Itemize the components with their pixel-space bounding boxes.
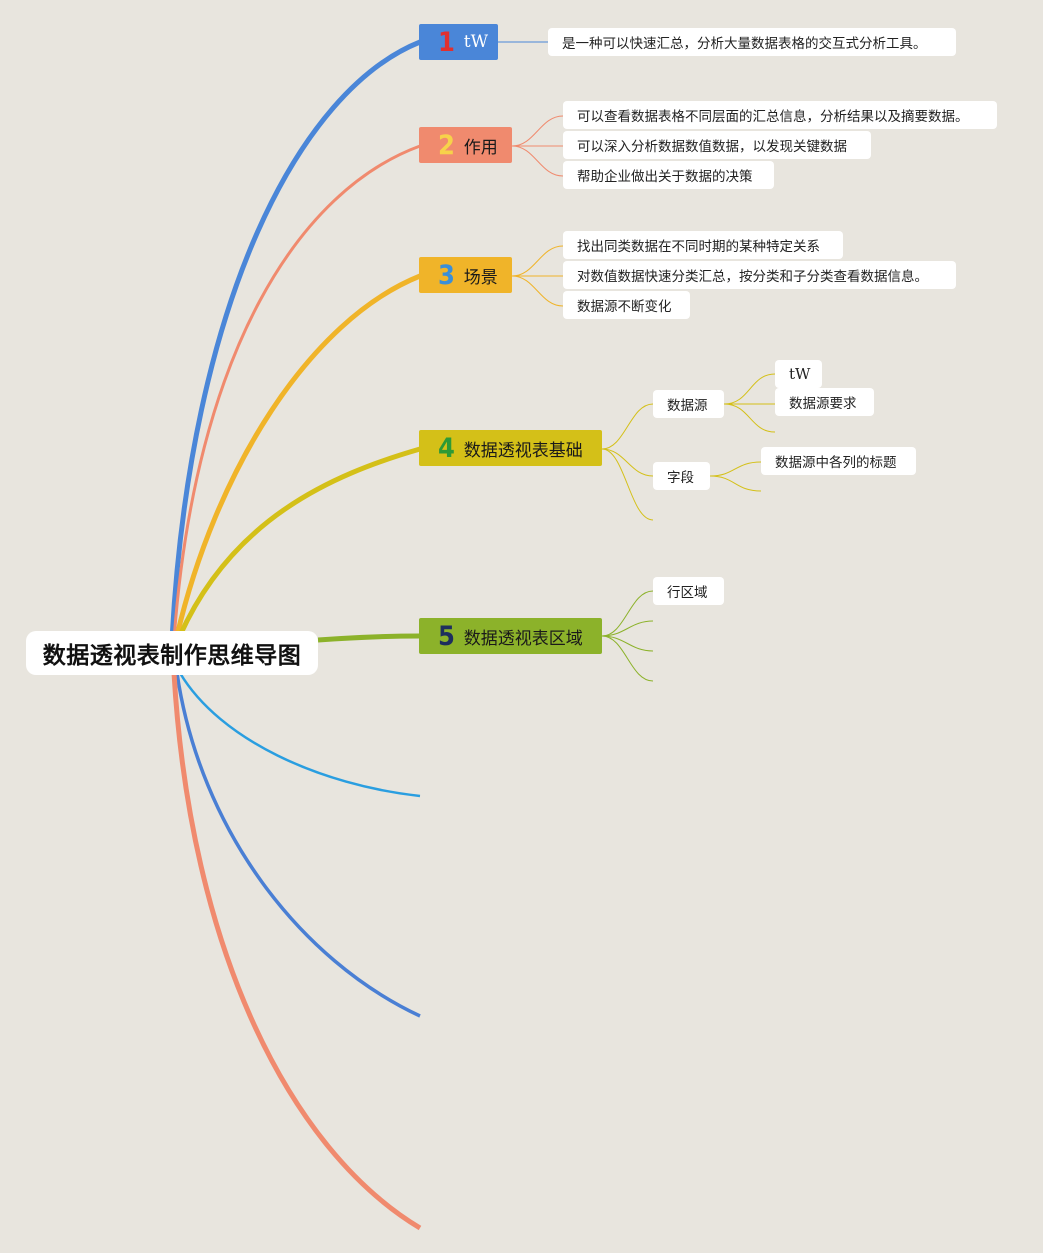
branch-2-label: 作用 <box>463 137 498 158</box>
branch-5-topic[interactable]: 5 数据透视表区域 <box>419 618 602 654</box>
connector-branch-3 <box>173 273 421 641</box>
branch-2-child-3[interactable]: 帮助企业做出关于数据的决策 <box>563 161 774 189</box>
connector-5-2 <box>601 620 654 637</box>
connector-3-1 <box>511 245 564 277</box>
branch-4-child-1-sub-2[interactable]: 数据源要求 <box>775 388 874 416</box>
branch-5-child-1[interactable]: 行区域 <box>653 577 724 605</box>
connector-4-1-3 <box>723 403 776 433</box>
branch-4-child-1-sub-1[interactable]: tW <box>775 360 822 388</box>
connector-2-3 <box>511 145 564 177</box>
number-badge-3: 3 <box>437 259 455 291</box>
root-topic[interactable]: 数据透视表制作思维导图 <box>26 631 318 675</box>
connector-branch-1 <box>169 39 421 641</box>
connector-branch-4 <box>175 446 421 641</box>
connector-5-4 <box>601 635 654 682</box>
connector-empty-2 <box>175 672 421 1018</box>
branch-4-child-2[interactable]: 字段 <box>653 462 710 490</box>
number-badge-4: 4 <box>437 432 455 464</box>
branch-3-child-3[interactable]: 数据源不断变化 <box>563 291 690 319</box>
branch-3-label: 场景 <box>463 267 498 288</box>
connector-4-1 <box>601 403 654 450</box>
branch-4-label: 数据透视表基础 <box>463 440 583 461</box>
branch-2-topic[interactable]: 2 作用 <box>419 127 512 163</box>
branch-4-child-2-sub-1[interactable]: 数据源中各列的标题 <box>761 447 916 475</box>
branch-3-child-2[interactable]: 对数值数据快速分类汇总，按分类和子分类查看数据信息。 <box>563 261 956 289</box>
connector-4-2 <box>601 448 654 477</box>
connector-5-1 <box>601 590 654 637</box>
number-badge-2: 2 <box>437 129 455 161</box>
connector-empty-3 <box>171 672 422 1231</box>
branch-3-topic[interactable]: 3 场景 <box>419 257 512 293</box>
connector-branch-2 <box>172 144 421 641</box>
connector-2-1 <box>511 115 564 147</box>
connector-branch-5 <box>317 633 421 643</box>
branch-4-child-1[interactable]: 数据源 <box>653 390 724 418</box>
branch-1-label: tW <box>463 32 489 52</box>
branch-2-child-1[interactable]: 可以查看数据表格不同层面的汇总信息，分析结果以及摘要数据。 <box>563 101 997 129</box>
connector-4-2-2 <box>709 475 762 492</box>
number-badge-1: 1 <box>437 26 455 58</box>
branch-3-child-1[interactable]: 找出同类数据在不同时期的某种特定关系 <box>563 231 843 259</box>
number-badge-5: 5 <box>437 620 455 652</box>
connector-empty-1 <box>178 672 421 798</box>
branch-1-topic[interactable]: 1 tW <box>419 24 498 60</box>
branch-1-child-1[interactable]: 是一种可以快速汇总，分析大量数据表格的交互式分析工具。 <box>548 28 956 56</box>
connector-3-3 <box>511 275 564 307</box>
connector-4-1-1 <box>723 373 776 405</box>
branch-2-child-2[interactable]: 可以深入分析数据数值数据，以发现关键数据 <box>563 131 871 159</box>
branch-5-label: 数据透视表区域 <box>463 628 583 649</box>
branch-4-topic[interactable]: 4 数据透视表基础 <box>419 430 602 466</box>
connector-4-3 <box>601 448 654 521</box>
connector-4-2-1 <box>709 461 762 477</box>
